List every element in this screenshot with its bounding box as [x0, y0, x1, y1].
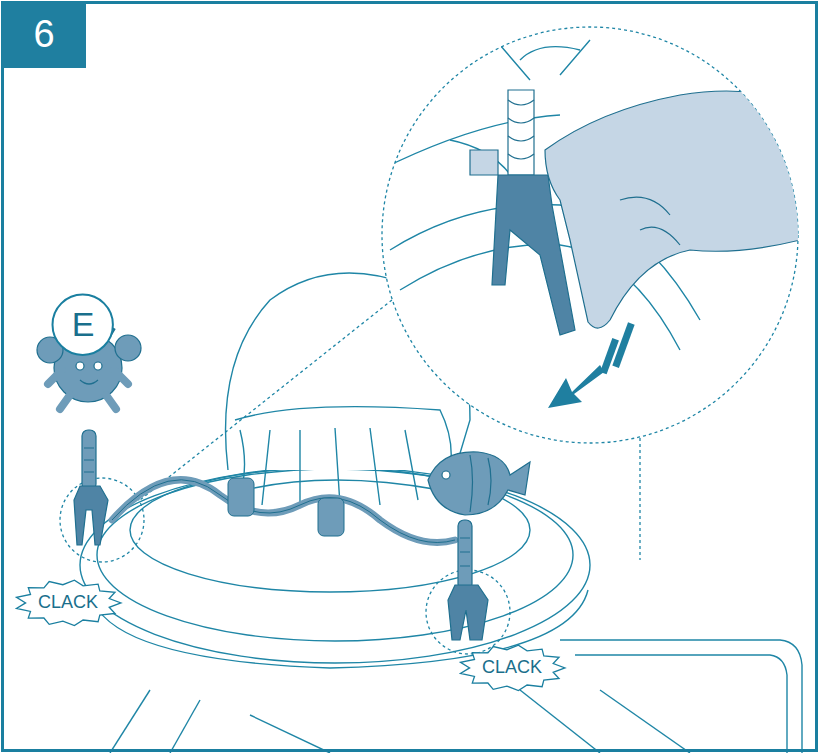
toy-stem [82, 430, 96, 490]
stem-beads [84, 448, 94, 472]
crab-legs [48, 370, 128, 409]
sound-burst: CLACK [15, 580, 121, 626]
zoom-detail [380, 40, 800, 408]
motion-bar [612, 322, 634, 368]
zoom-leader [140, 300, 392, 500]
arrow-head [548, 365, 604, 408]
circle-outline [53, 295, 113, 355]
zoom-leader [639, 438, 640, 560]
frame-rail [250, 715, 330, 753]
crab-smile [80, 380, 98, 384]
toy-stem [458, 520, 472, 590]
step-label: 6 [33, 14, 54, 56]
clip [448, 585, 488, 640]
toy-wire [112, 480, 455, 543]
part-label: E [72, 306, 95, 343]
burst-star [460, 645, 565, 690]
zoom-toy [470, 90, 800, 335]
seat-edge [245, 480, 440, 490]
frame-rail [520, 690, 600, 753]
burst-star [16, 580, 121, 625]
frame-leg [110, 690, 150, 753]
seat-folds [238, 428, 418, 505]
detail-ring [60, 478, 144, 562]
clip [74, 486, 108, 545]
crab-eye [94, 362, 102, 370]
part-letter: E [51, 293, 114, 356]
fish-stripes [470, 455, 491, 512]
hand-creases [620, 197, 680, 245]
frame-rail [600, 690, 690, 753]
zoom-beads [508, 100, 534, 159]
hand [545, 91, 800, 328]
frame-base [575, 655, 787, 753]
sound-burst: CLACK [459, 645, 565, 691]
fish-toy [428, 452, 530, 640]
panel-border [3, 3, 817, 751]
finger [470, 150, 498, 175]
frame-base [560, 640, 802, 753]
tray-outer [80, 467, 590, 663]
toy-ring [318, 498, 344, 536]
crab-toy [37, 328, 141, 545]
crab-claw [115, 335, 141, 361]
frame-leg [170, 700, 200, 753]
sound-word: CLACK [482, 658, 542, 678]
step-number: 6 [2, 2, 86, 68]
toy-wire-line [112, 480, 455, 543]
fish-body [428, 452, 530, 515]
pull-arrow [548, 322, 635, 408]
crab-eye [76, 362, 84, 370]
sound-word: CLACK [38, 593, 98, 613]
stem-beads [460, 538, 470, 566]
zoom-stem [508, 90, 534, 175]
toy-ring [228, 478, 254, 516]
fish-eye [442, 471, 450, 479]
